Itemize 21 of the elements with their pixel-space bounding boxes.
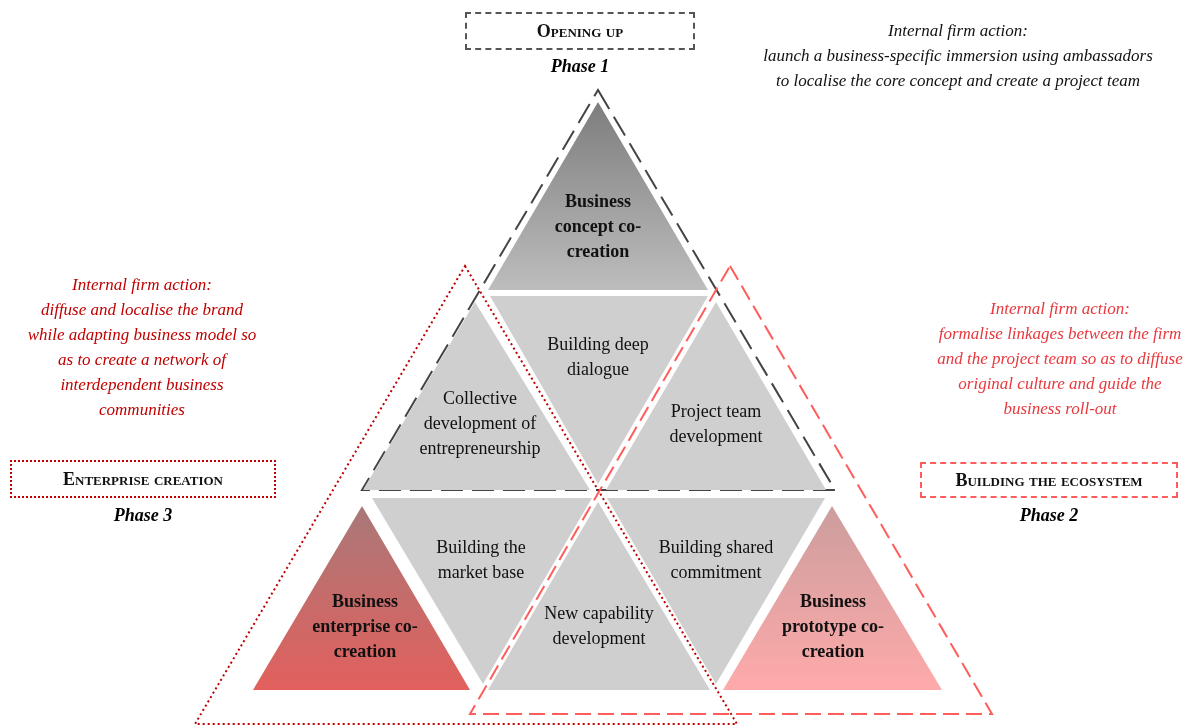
action-note: diffuse and localise the brand while adapting business model so as to create a network of interdependent business communities: [27, 299, 257, 421]
note-heading: Internal firm action:: [989, 298, 1131, 320]
phase-number: Phase 2: [1018, 505, 1080, 526]
segment-label: Project team development: [668, 400, 764, 448]
segment-label: Business prototype co-creation: [780, 589, 886, 663]
action-note: launch a business-specific immersion using ambassadors to localise the core concept and create a project team: [762, 45, 1154, 92]
action-note: formalise linkages between the firm and the project team so as to diffuse original culture and guide the business roll-out: [936, 323, 1184, 420]
phase-title-box: Opening up: [465, 12, 695, 50]
segment-label: Business enterprise co-creation: [311, 589, 419, 663]
phase-number: Phase 3: [112, 505, 174, 526]
segment-label: Building the market base: [435, 536, 527, 584]
segment-label: New capability development: [544, 602, 654, 650]
segment-label: Building deep dialogue: [546, 333, 650, 381]
phase-title-box: Building the ecosystem: [920, 462, 1178, 498]
note-heading: Internal firm action:: [71, 274, 213, 296]
note-heading: Internal firm action:: [887, 20, 1029, 42]
segment-label: Collective development of entrepreneurship: [418, 386, 542, 460]
segment-label: Building shared commitment: [657, 536, 775, 584]
phase-number: Phase 1: [549, 56, 611, 77]
phase-title-box: Enterprise creation: [10, 460, 276, 498]
segment-label: Business concept co-creation: [553, 189, 643, 263]
